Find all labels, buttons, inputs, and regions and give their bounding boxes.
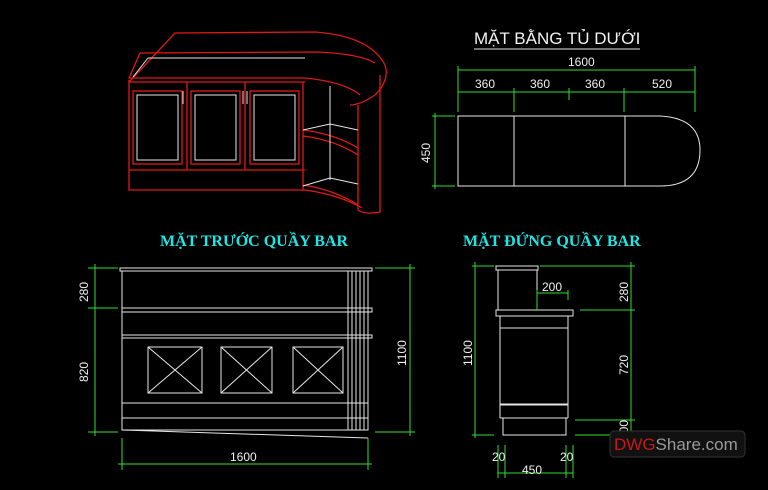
side-right-inset-dim: 20 (560, 450, 574, 464)
dwgshare-watermark: DWGShare.com (609, 430, 746, 458)
front-view: MẶT TRƯỚC QUẦY BAR 280 820 1100 1600 (77, 231, 415, 470)
plan-view: MẶT BẰNG TỦ DƯỚI 1600 360 360 360 520 45… (419, 29, 701, 189)
front-top-height-dim: 280 (77, 282, 91, 302)
side-mid-height-dim: 720 (617, 355, 631, 375)
plan-depth-dim: 450 (419, 143, 433, 163)
side-overhang-dim: 200 (542, 280, 562, 294)
plan-seg-2: 360 (530, 77, 550, 91)
side-depth-dim: 450 (522, 463, 542, 477)
svg-text:DWGShare.com: DWGShare.com (614, 435, 738, 454)
side-title: MẶT ĐỨNG QUẦY BAR (463, 231, 641, 250)
front-width-dim: 1600 (230, 450, 257, 464)
plan-seg-4: 520 (652, 77, 672, 91)
side-left-inset-dim: 20 (492, 450, 506, 464)
side-top-height-dim: 280 (617, 282, 631, 302)
plan-seg-3: 360 (585, 77, 605, 91)
side-total-height-dim: 1100 (461, 340, 475, 366)
front-lower-height-dim: 820 (77, 362, 91, 382)
plan-overall-dim: 1600 (568, 55, 595, 69)
front-title: MẶT TRƯỚC QUẦY BAR (160, 231, 348, 250)
front-total-height-dim: 1100 (395, 340, 409, 366)
perspective-view (128, 31, 387, 214)
plan-seg-1: 360 (475, 77, 495, 91)
side-view: MẶT ĐỨNG QUẦY BAR 200 1100 280 720 100 2… (461, 231, 641, 478)
plan-title: MẶT BẰNG TỦ DƯỚI (474, 29, 640, 48)
